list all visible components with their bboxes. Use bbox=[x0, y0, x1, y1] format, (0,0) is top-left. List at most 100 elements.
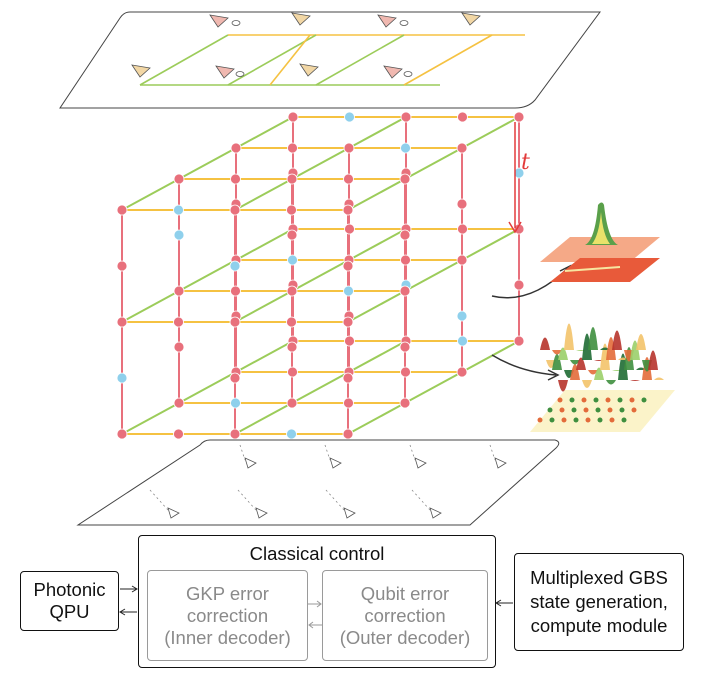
depth-edge bbox=[291, 259, 350, 292]
lattice-node bbox=[456, 254, 468, 266]
grid-state-peak bbox=[540, 337, 550, 350]
depth-edge bbox=[347, 178, 406, 211]
classical-control-title: Classical control bbox=[249, 543, 385, 564]
grid-state-floor-dot bbox=[581, 397, 587, 403]
grid-state-floor-dot bbox=[561, 417, 567, 423]
edge-node bbox=[343, 173, 354, 185]
lattice-node bbox=[286, 285, 298, 297]
grid-state-peak bbox=[552, 350, 562, 355]
edge-node bbox=[513, 279, 525, 291]
edge-node bbox=[230, 397, 241, 409]
depth-edge bbox=[235, 116, 294, 149]
depth-edge bbox=[121, 290, 180, 323]
grid-state-floor-dot bbox=[629, 397, 635, 403]
lattice-node bbox=[513, 111, 525, 123]
lattice-node bbox=[173, 173, 185, 185]
lattice-node bbox=[173, 285, 185, 297]
lattice-node bbox=[116, 204, 128, 216]
depth-edge bbox=[234, 402, 293, 435]
edge-node bbox=[456, 310, 468, 322]
gkp-state-plot bbox=[540, 202, 660, 282]
edge-node bbox=[230, 173, 241, 185]
lattice-node bbox=[116, 428, 128, 440]
grid-state-floor-dot bbox=[641, 397, 647, 403]
grid-state-floor-dot bbox=[597, 417, 603, 423]
edge-node bbox=[286, 428, 297, 440]
qubit-error-correction-box: Qubit error correction (Outer decoder) bbox=[322, 570, 488, 661]
lattice-node bbox=[399, 173, 411, 185]
edge-node bbox=[344, 223, 355, 235]
lattice-node bbox=[342, 316, 354, 328]
grid-state-peak bbox=[594, 367, 604, 380]
lattice-node bbox=[286, 173, 298, 185]
lattice-node bbox=[342, 428, 354, 440]
gkp-error-correction-box: GKP error correction (Inner decoder) bbox=[147, 570, 308, 661]
lattice-node bbox=[399, 397, 411, 409]
edge-node bbox=[399, 229, 411, 241]
depth-edge bbox=[348, 340, 407, 373]
grid-state-peak bbox=[582, 380, 592, 388]
grid-state-peak bbox=[570, 360, 580, 365]
grid-state-peak bbox=[612, 330, 622, 350]
edge-node bbox=[343, 397, 354, 409]
grid-state-floor-dot bbox=[573, 417, 579, 423]
edge-node bbox=[173, 316, 184, 328]
edge-node bbox=[173, 204, 184, 216]
edge-node bbox=[343, 285, 354, 297]
edge-node bbox=[342, 260, 354, 272]
grid-state-peak bbox=[654, 377, 664, 380]
grid-state-floor-dot bbox=[595, 407, 601, 413]
lattice-node bbox=[286, 397, 298, 409]
lattice-node bbox=[513, 335, 525, 347]
top-detectors bbox=[131, 12, 481, 79]
depth-edge bbox=[404, 147, 463, 180]
grid-state-peak bbox=[648, 350, 658, 370]
depth-edge bbox=[235, 340, 294, 373]
top-plane bbox=[59, 11, 601, 109]
edge-node bbox=[456, 198, 468, 210]
grid-state-plot bbox=[530, 323, 675, 432]
gbs-module-box: Multiplexed GBS state generation, comput… bbox=[514, 553, 684, 651]
depth-edge bbox=[348, 228, 407, 261]
grid-state-floor-dot bbox=[569, 397, 575, 403]
grid-state-floor-dot bbox=[557, 397, 563, 403]
edge-node bbox=[400, 254, 411, 266]
grid-state-floor-dot bbox=[549, 417, 555, 423]
depth-edge bbox=[347, 402, 406, 435]
lattice-node bbox=[287, 111, 299, 123]
lattice-node bbox=[343, 142, 355, 154]
lattice-node bbox=[229, 316, 241, 328]
lattice-node bbox=[342, 204, 354, 216]
grid-state-peak bbox=[558, 347, 568, 360]
edge-node bbox=[457, 111, 468, 123]
edge-node bbox=[344, 335, 355, 347]
edge-node bbox=[286, 204, 297, 216]
depth-edge bbox=[178, 147, 237, 180]
edge-node bbox=[116, 372, 128, 384]
grid-state-floor-dot bbox=[609, 417, 615, 423]
depth-edge bbox=[178, 371, 237, 404]
depth-edge bbox=[461, 228, 520, 261]
lattice-node bbox=[229, 428, 241, 440]
grid-state-peak bbox=[588, 370, 598, 375]
depth-edge bbox=[234, 178, 293, 211]
edge-node bbox=[286, 229, 298, 241]
grid-state-floor-dot bbox=[583, 407, 589, 413]
grid-state-peak bbox=[588, 327, 598, 350]
edge-node bbox=[400, 142, 411, 154]
grid-state-peak bbox=[606, 380, 616, 385]
edge-node bbox=[513, 167, 525, 179]
lattice-node bbox=[399, 285, 411, 297]
lattice-nodes bbox=[116, 111, 525, 440]
depth-edge bbox=[121, 178, 180, 211]
depth-edge bbox=[235, 228, 294, 261]
edge-node bbox=[342, 372, 354, 384]
depth-edge bbox=[347, 290, 406, 323]
depth-edge bbox=[234, 290, 293, 323]
depth-edge bbox=[178, 259, 237, 292]
edge-node bbox=[287, 142, 298, 154]
grid-state-floor-dot bbox=[571, 407, 577, 413]
grid-state-peak bbox=[630, 380, 640, 381]
lattice-node bbox=[116, 316, 128, 328]
grid-state-floor-dot bbox=[559, 407, 565, 413]
